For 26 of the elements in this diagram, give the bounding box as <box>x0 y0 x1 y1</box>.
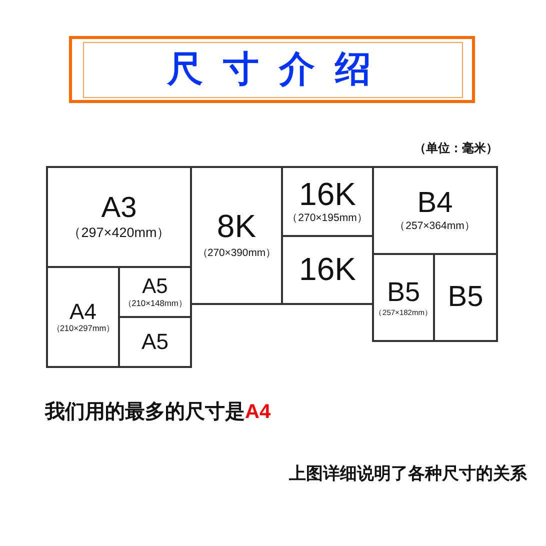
size-name: B5 <box>448 282 484 313</box>
size-name: B5 <box>386 278 420 306</box>
size-name: A5 <box>142 276 168 298</box>
caption-text: 上图详细说明了各种尺寸的关系 <box>289 463 527 485</box>
paper-sheet <box>46 166 192 268</box>
size-name: A5 <box>142 330 168 354</box>
unit-note: （单位：毫米） <box>414 140 498 157</box>
paper-sheet <box>118 316 192 368</box>
size-name: B4 <box>417 188 453 218</box>
paper-sheet <box>190 166 283 305</box>
paper-sheet <box>372 166 498 255</box>
size-name: 16K <box>299 178 356 212</box>
paper-sheet <box>433 253 498 342</box>
size-dimensions: （210×297mm） <box>52 324 114 334</box>
size-dimensions: （297×420mm） <box>67 225 171 242</box>
size-dimensions: （257×364mm） <box>394 220 476 234</box>
size-name: A3 <box>101 192 137 224</box>
paper-sheet <box>46 266 120 368</box>
size-dimensions: （270×195mm） <box>287 212 368 225</box>
note-text: 我们用的最多的尺寸是A4 <box>45 400 271 425</box>
size-dimensions: （270×390mm） <box>197 248 276 261</box>
title-heading: 尺寸介绍 <box>167 48 391 92</box>
size-name: 16K <box>299 253 356 287</box>
size-name: 8K <box>216 210 256 244</box>
size-dimensions: （210×148mm） <box>124 298 186 308</box>
size-name: A4 <box>70 300 96 324</box>
